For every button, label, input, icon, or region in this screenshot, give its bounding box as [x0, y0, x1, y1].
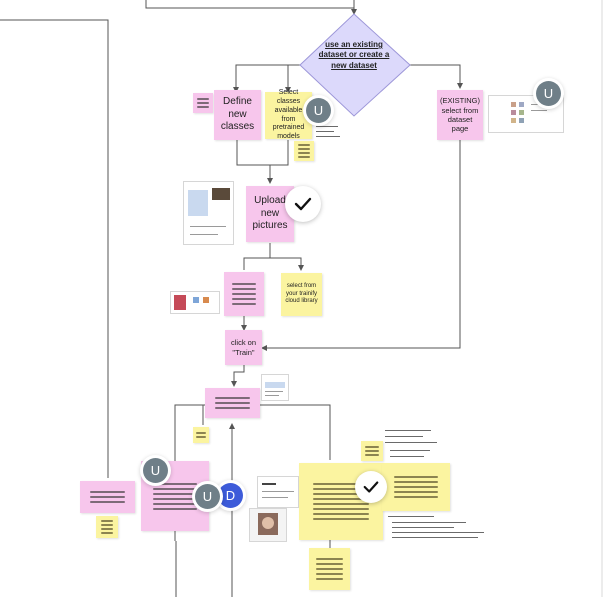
sticky-note-bottom[interactable]: [309, 548, 350, 590]
connector-left-frame: [0, 19, 109, 478]
note-select-library[interactable]: select from your trainify cloud library: [281, 273, 322, 316]
user-avatar[interactable]: U: [143, 458, 168, 483]
sticky-note-small[interactable]: [193, 427, 209, 443]
train-screenshot[interactable]: [261, 374, 289, 401]
user-avatar[interactable]: U: [195, 484, 220, 509]
caption-line: [316, 136, 340, 137]
sticky-note-small[interactable]: [294, 141, 314, 161]
doc-line: [392, 522, 466, 523]
connector-to-existing: [408, 64, 463, 89]
connector-upload-split: [243, 243, 271, 270]
doc-line: [390, 450, 430, 451]
decision-diamond: [299, 13, 411, 117]
doc-line: [392, 532, 484, 533]
connector-existing-to-train: [261, 140, 461, 351]
doc-line: [385, 442, 437, 443]
doc-line: [388, 516, 434, 517]
sticky-note-small[interactable]: [193, 93, 213, 113]
sticky-note[interactable]: [224, 272, 264, 316]
sticky-note[interactable]: [205, 388, 260, 418]
upload-screenshot[interactable]: [183, 181, 234, 245]
results-screenshot[interactable]: [257, 476, 299, 508]
connector-train-down: [231, 365, 245, 387]
sticky-note-small[interactable]: [96, 516, 118, 538]
checkmark-icon[interactable]: [355, 471, 387, 503]
library-screenshot[interactable]: [170, 291, 220, 314]
note-define-classes[interactable]: Define new classes: [214, 90, 261, 140]
sticky-note-small[interactable]: [361, 441, 383, 461]
note-select-classes[interactable]: Select classes available from pretrained…: [265, 89, 312, 140]
connector-merge: [236, 140, 289, 166]
doc-line: [385, 436, 423, 437]
caption-line: [316, 126, 338, 127]
connector-to-define: [233, 64, 300, 93]
checkmark-icon[interactable]: [285, 186, 321, 222]
doc-line: [385, 430, 431, 431]
photo-screenshot[interactable]: [249, 508, 287, 542]
user-avatar[interactable]: U: [306, 98, 331, 123]
connector-top-left: [145, 0, 354, 9]
doc-line: [392, 537, 478, 538]
note-click-train[interactable]: click on "Train": [225, 330, 262, 365]
note-existing-dataset[interactable]: (EXISTING) select from dataset page: [437, 90, 483, 140]
caption-line: [316, 131, 334, 132]
decision-label[interactable]: use an existing dataset or create a new …: [318, 40, 390, 70]
connector-to-library: [270, 257, 304, 271]
sticky-note-left[interactable]: [80, 481, 135, 513]
user-avatar[interactable]: D: [218, 483, 243, 508]
sticky-note-right[interactable]: [382, 463, 450, 511]
user-avatar[interactable]: U: [536, 81, 561, 106]
doc-line: [392, 527, 454, 528]
doc-line: [390, 456, 424, 457]
